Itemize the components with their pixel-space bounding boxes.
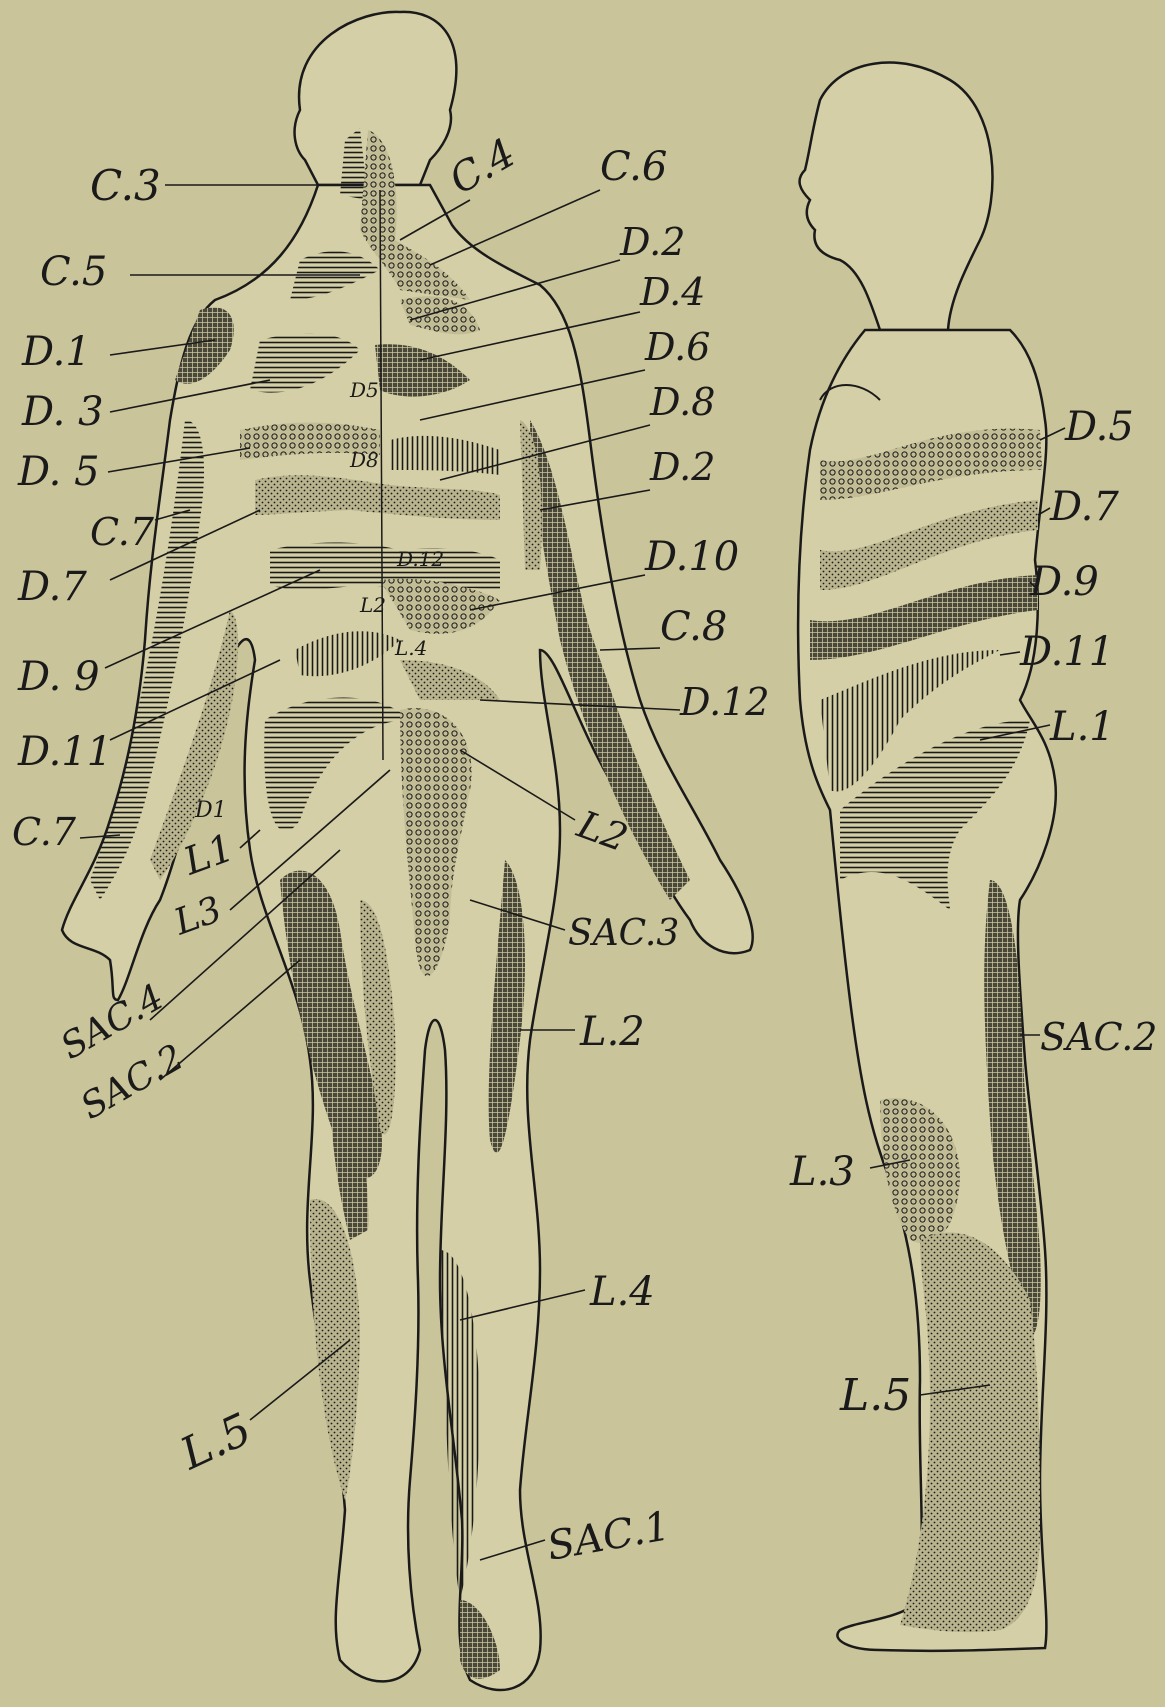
back-leader-c6 [430, 190, 600, 265]
side-label-d7: D.7 [1049, 484, 1119, 530]
side-label-d5: D.5 [1064, 404, 1134, 450]
side-label-l3: L.3 [789, 1149, 855, 1195]
back-label-d11: D.11 [17, 729, 112, 775]
back-label-d5: D. 5 [17, 449, 100, 495]
back-label-d1: D.1 [21, 329, 91, 375]
side-figure [798, 63, 1056, 1651]
back-label-d9: D. 9 [17, 654, 100, 700]
back-inner-label-d1in: D1 [194, 798, 227, 823]
side-label-d9: D.9 [1029, 559, 1099, 605]
back-label-c5: C.5 [40, 249, 107, 295]
side-label-sac2: SAC.2 [1040, 1015, 1157, 1059]
back-label-d7: D.7 [17, 564, 87, 610]
back-inner-label-l2in: L2 [359, 593, 386, 617]
back-label-sac3: SAC.3 [568, 913, 679, 954]
back-label-d4: D.4 [639, 270, 705, 314]
back-label-sac1: SAC.1 [544, 1503, 674, 1570]
back-label-c7a: C.7 [90, 510, 155, 554]
back-label-l5: L.5 [172, 1404, 259, 1481]
back-inner-label-d8in: D8 [349, 448, 379, 472]
back-label-d8: D.8 [649, 380, 715, 424]
back-label-c6: C.6 [600, 144, 667, 190]
back-label-c3: C.3 [90, 161, 161, 210]
side-label-d11: D.11 [1019, 629, 1114, 675]
back-label-d2b: D.2 [649, 445, 715, 489]
back-inner-label-l4in: L.4 [394, 636, 427, 660]
back-label-c8: C.8 [660, 604, 727, 650]
back-label-c4: C.4 [442, 130, 523, 204]
back-label-d3: D. 3 [21, 389, 104, 435]
back-label-d6: D.6 [644, 325, 710, 369]
back-label-l3: L3 [168, 889, 227, 944]
side-label-l1: L.1 [1049, 704, 1115, 750]
back-label-d12: D.12 [679, 680, 770, 724]
back-inner-label-d5in: D5 [349, 378, 379, 402]
back-label-c7b: C.7 [12, 810, 77, 854]
back-label-d2a: D.2 [619, 220, 685, 264]
back-inner-label-d12in: D.12 [396, 547, 444, 571]
back-label-l2b: L.2 [579, 1009, 645, 1055]
side-label-l5: L.5 [839, 1370, 911, 1421]
back-label-l4: L.4 [589, 1269, 655, 1315]
side-head-outline [800, 63, 993, 330]
back-label-d10: D.10 [644, 534, 739, 580]
